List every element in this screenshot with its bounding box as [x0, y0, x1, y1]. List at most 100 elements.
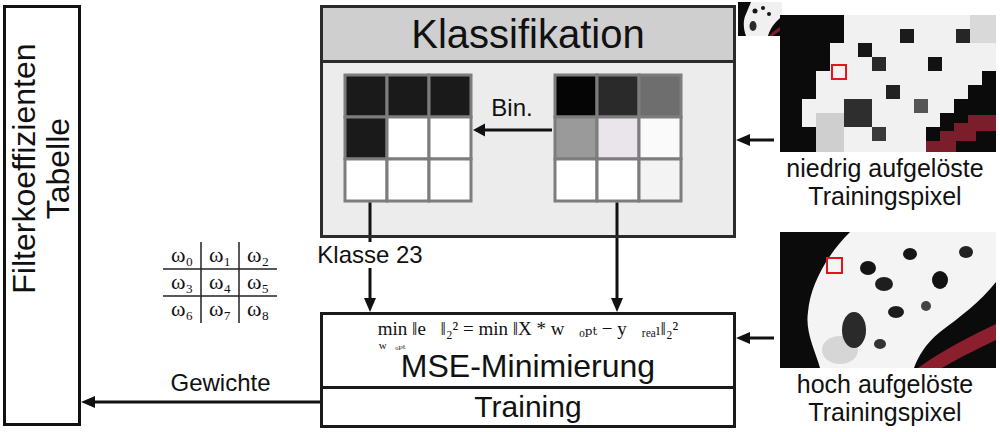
- label-anchor: ω₈: [247, 297, 269, 321]
- weight-grid: [163, 242, 277, 323]
- dog-spot: [875, 277, 893, 291]
- thumbnail-image: [738, 2, 782, 36]
- class-output-line: [369, 203, 372, 236]
- dog-spot: [874, 339, 886, 349]
- process-row: MSE-Minimierung: [323, 348, 733, 384]
- rotated-text-frame: Filterkoeffizienten Tabelle: [8, 18, 75, 318]
- low-res-image: [780, 15, 996, 152]
- grid-cell: [597, 75, 639, 117]
- weight-cell: ω₃: [171, 270, 193, 294]
- grid-cell: [429, 159, 471, 201]
- dog-spot: [860, 261, 876, 275]
- connector-label-anchor: Klasse 23: [314, 242, 425, 268]
- thumbnail-background: [738, 2, 782, 36]
- caption-frame: hoch aufgelöste Trainingspixel: [774, 371, 996, 426]
- pixel-output-line: [616, 203, 619, 236]
- dog-head: [807, 232, 996, 368]
- section-label: Training: [474, 389, 581, 425]
- binarize-arrow-line: [483, 129, 552, 132]
- weight-cell: ω₇: [209, 297, 231, 321]
- thumbnail-ear: [750, 21, 757, 31]
- grid-cell: [639, 117, 681, 159]
- thumbnail-spot: [761, 6, 765, 10]
- weight-grid-line: [238, 242, 240, 323]
- flow-arrow: [616, 238, 619, 304]
- weight-cell: ω₅: [247, 270, 269, 294]
- dog-spot: [872, 127, 886, 141]
- fur-shade: [816, 113, 844, 152]
- label-anchor: ω₃: [171, 270, 193, 294]
- image-background: [780, 15, 996, 152]
- connector-label: Gewichte: [167, 370, 273, 396]
- label-anchor: Bin.: [491, 95, 532, 121]
- label-anchor: ω₄: [209, 270, 231, 294]
- grid-cell: [387, 75, 429, 117]
- dog-spot: [872, 57, 886, 71]
- image-caption: hoch aufgelöste Trainingspixel: [774, 371, 996, 426]
- weight-cell: ω₀: [171, 243, 193, 267]
- weight-cell: ω₂: [247, 243, 269, 267]
- flow-arrow: [744, 337, 774, 340]
- grid-cell: [387, 117, 429, 159]
- thumbnail-spot: [753, 9, 758, 14]
- label-anchor: ω₇: [209, 297, 231, 321]
- grid-cell: [555, 159, 597, 201]
- image-caption: niedrig aufgelöste Trainingspixel: [774, 155, 996, 210]
- header-band: Klassifikation: [323, 8, 733, 63]
- dog-collar: [926, 115, 996, 152]
- formula: min ‖e⃗‖₂² = min ‖X * w⃗ₒₚₜ − y⃗ᵣₑₐₗ‖₂²: [378, 318, 679, 340]
- label-anchor: ω₁: [209, 243, 231, 267]
- flow-arrow: [89, 401, 320, 404]
- thumbnail-spot: [767, 12, 771, 16]
- dog-spot: [900, 29, 914, 43]
- grid-cell: [345, 117, 387, 159]
- grid-cell: [345, 75, 387, 117]
- caption-frame: niedrig aufgelöste Trainingspixel: [774, 155, 996, 210]
- dog-spot: [914, 99, 928, 113]
- label-anchor: ω₀: [171, 243, 193, 267]
- dog-spot: [956, 29, 970, 43]
- operation-label: Bin.: [491, 95, 532, 121]
- coefficient-table-box: Filterkoeffizienten Tabelle: [3, 5, 81, 426]
- grid-cell: [639, 75, 681, 117]
- weight-cell: ω₄: [209, 270, 231, 294]
- process-label: MSE-Minimierung: [401, 348, 655, 384]
- dog-ear: [844, 99, 872, 127]
- weight-grid-line: [200, 242, 202, 323]
- high-res-image: [780, 232, 996, 368]
- flow-arrow: [744, 139, 774, 142]
- image-background: [780, 232, 996, 368]
- dog-spot: [888, 306, 904, 318]
- binarize-arrowhead: [473, 124, 485, 137]
- grid-cell: [429, 75, 471, 117]
- dog-spot: [903, 248, 917, 260]
- dog-spot: [858, 43, 872, 57]
- thumbnail-dog-head: [744, 2, 782, 36]
- label-anchor: ω₂: [247, 243, 269, 267]
- dog-head: [802, 15, 996, 152]
- pixel-marker: [827, 258, 842, 273]
- weight-cell: ω₆: [171, 297, 193, 321]
- grid-cell: [597, 117, 639, 159]
- formula-row: min ‖e⃗‖₂² = min ‖X * w⃗ₒₚₜ − y⃗ᵣₑₐₗ‖₂²: [323, 318, 733, 342]
- training-band: Training: [323, 386, 733, 425]
- binary-grid: [345, 75, 471, 201]
- grid-cell: [639, 159, 681, 201]
- training-image-panel: hoch aufgelöste Trainingspixel: [774, 232, 996, 426]
- classification-box: Klassifikation: [320, 5, 736, 238]
- pixel-marker: [832, 65, 846, 79]
- connector-label-anchor: Gewichte: [167, 370, 273, 396]
- dog-spot: [921, 301, 931, 311]
- fur-shade: [970, 15, 996, 43]
- label-anchor: ω₆: [171, 297, 193, 321]
- grid-cell: [555, 117, 597, 159]
- weight-cell: ω₈: [247, 297, 269, 321]
- dog-spot: [886, 85, 900, 99]
- weight-cell: ω₁: [209, 243, 231, 267]
- dog-spot: [932, 271, 948, 289]
- mse-training-box: min ‖e⃗‖₂² = min ‖X * w⃗ₒₚₜ − y⃗ᵣₑₐₗ‖₂²w…: [320, 312, 736, 428]
- grid-cell: [345, 159, 387, 201]
- dog-collar: [918, 324, 996, 368]
